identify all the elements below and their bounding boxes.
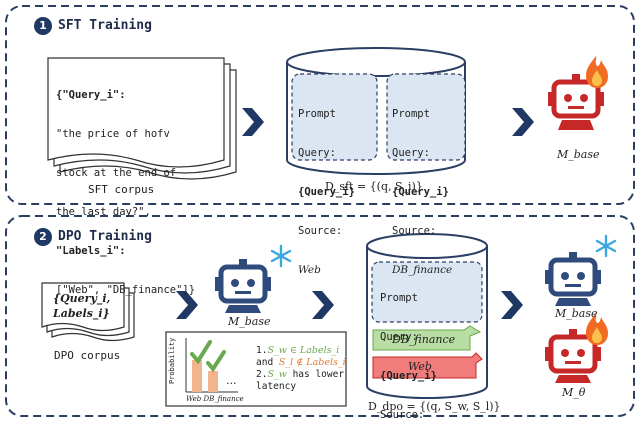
dpo-document-stack: [41, 282, 135, 342]
chart-bar-db: [208, 371, 218, 392]
doc-line: ["Web", "DB_finance"]}: [56, 284, 196, 296]
sft-section-title: SFT Training: [58, 18, 152, 33]
prompt-line: {Query_i}: [392, 186, 449, 198]
snowflake-icon: [595, 234, 617, 258]
sft-model-label: M_base: [557, 148, 600, 161]
sft-document-text: {"Query_i": "the price of hofv stock at …: [56, 63, 195, 310]
chart-ellipsis: ...: [226, 374, 237, 387]
dpo-corpus-label: DPO corpus: [54, 349, 121, 362]
doc-line: the last day?",: [56, 206, 151, 218]
sft-document-stack: [47, 57, 237, 180]
prompt-source: Web: [298, 264, 321, 276]
prompt-line: Query:: [298, 147, 336, 159]
dpo-step-number: 2: [39, 230, 47, 243]
prompt-line: Query:: [380, 331, 418, 343]
sft-dataset-caption: D_sft = {(q, S_i)}: [325, 180, 423, 193]
sft-step-number: 1: [39, 19, 47, 32]
tag-loser-source: Web: [408, 360, 432, 373]
flame-icon: [586, 313, 608, 345]
arrow-chevron-4: [312, 291, 334, 319]
prompt-line: Source:: [298, 225, 343, 237]
prompt-line: Source:: [392, 225, 437, 237]
snowflake-icon: [270, 244, 292, 268]
robot-policy-model-icon: [545, 329, 601, 383]
doc-line: {"Query_i":: [56, 89, 126, 101]
check-icon: [206, 350, 226, 373]
dpo-document-text: {Query_i, Labels_i}: [53, 291, 110, 321]
doc-line: Labels_i}: [53, 307, 110, 320]
dpo-database-cylinder: [366, 233, 488, 399]
check-icon: [190, 340, 212, 365]
sft-step-badge: [34, 17, 52, 35]
prompt-line: Source:: [380, 409, 425, 421]
prompt-line: Prompt: [392, 108, 430, 120]
preference-notes: 1.S_w ∈ Labels_i and S_l ∉ Labels_i 2.S_…: [256, 345, 346, 393]
flame-icon: [586, 56, 608, 88]
sft-corpus-label: SFT corpus: [88, 183, 155, 196]
note-line: latency: [256, 381, 297, 392]
prompt-line: {Query_i}: [298, 186, 355, 198]
prompt-source: DB_finance: [392, 264, 453, 276]
prompt-line: Prompt: [298, 108, 336, 120]
arrow-chevron-5: [501, 291, 523, 319]
sft-prompt-card-web: Prompt Query: {Query_i} Source: Web: [298, 82, 355, 290]
robot-sft-model-icon: [548, 74, 604, 130]
tag-winner-source: DB_finance: [392, 333, 456, 346]
dpo-prompt-card: Prompt Query: {Query_i} Source:: [380, 266, 437, 435]
prompt-line: Query:: [392, 147, 430, 159]
arrow-chevron-1: [242, 108, 264, 136]
robot-reference-model-icon: [545, 252, 601, 306]
chart-bar-web: [192, 360, 202, 392]
doc-line: stock at the end of: [56, 167, 177, 179]
sft-database-cylinder: [286, 47, 466, 175]
dpo-policy-model-label: M_θ: [562, 386, 586, 399]
robot-frozen-model-icon: [215, 259, 271, 313]
doc-line: "Labels_i":: [56, 245, 126, 257]
note-line: and S_l ∉ Labels_i: [256, 357, 346, 368]
note-line: 1.S_w ∈ Labels_i: [256, 345, 340, 356]
dpo-dataset-caption: D_dpo = {(q, S_w, S_l)}: [368, 400, 501, 413]
dpo-frozen-model-label: M_base: [228, 315, 271, 328]
note-line: 2.S_w has lower: [256, 369, 345, 380]
dpo-reference-model-label: M_base: [555, 307, 598, 320]
prompt-line: {Query_i}: [380, 370, 437, 382]
doc-line: {Query_i,: [53, 292, 111, 305]
prompt-line: Prompt: [380, 292, 418, 304]
diagram-canvas: [5, 5, 635, 417]
dpo-section-title: DPO Training: [58, 229, 152, 244]
preference-mini-chart: [185, 338, 238, 393]
sft-prompt-card-db: Prompt Query: {Query_i} Source: DB_finan…: [392, 82, 452, 290]
chart-x-axis-label: Web DB_finance: [186, 395, 244, 403]
arrow-chevron-2: [512, 108, 534, 136]
dpo-section-border: [5, 215, 635, 417]
sft-section-border: [5, 5, 635, 205]
chart-y-axis-label: Probability: [168, 337, 176, 384]
dpo-step-badge: [34, 228, 52, 246]
doc-line: "the price of hofv: [56, 128, 170, 140]
